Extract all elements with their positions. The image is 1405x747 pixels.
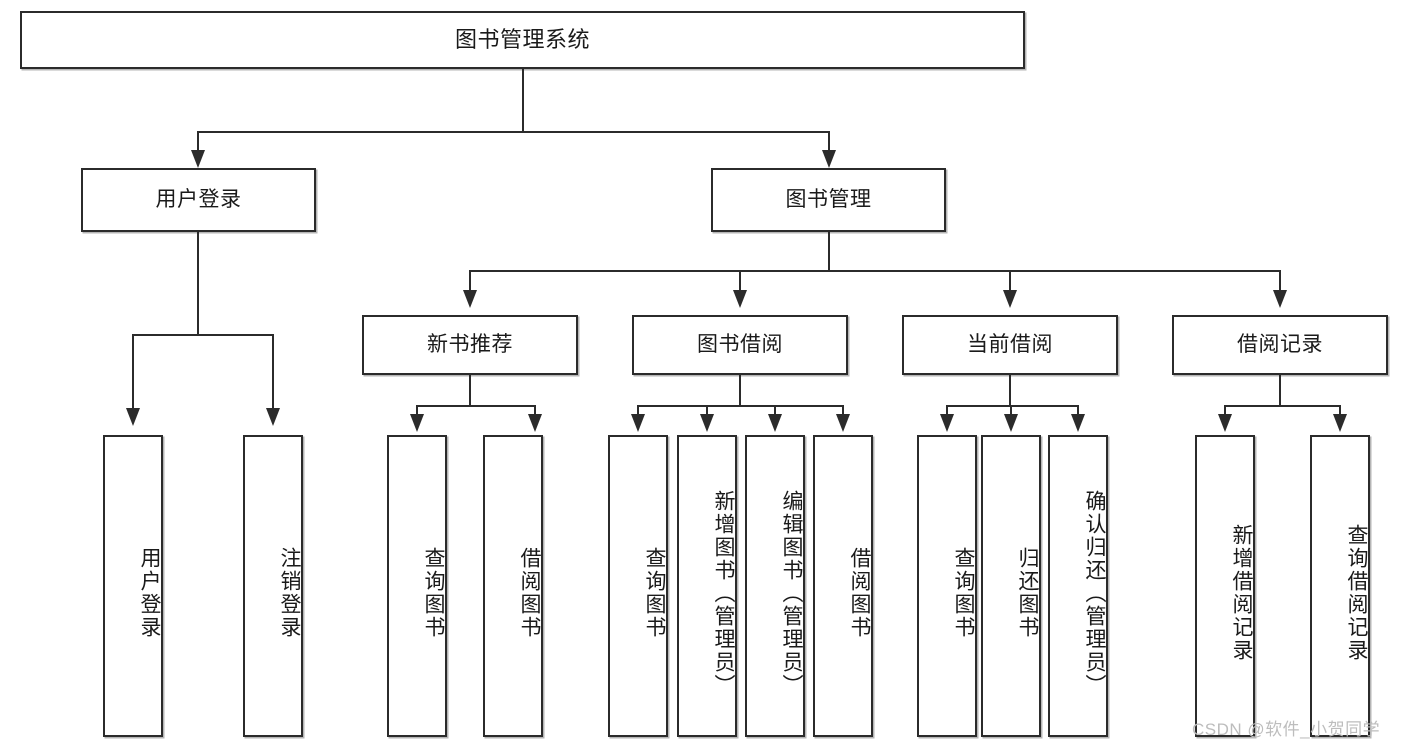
edge-book-borrow-stem xyxy=(739,375,741,407)
arrow-head-user-login xyxy=(191,150,205,168)
edge-cb-drop-1 xyxy=(946,405,948,417)
arrow-head-bb-edit-book xyxy=(768,414,782,432)
watermark-text: CSDN @软件_小贺同学 xyxy=(1192,720,1381,739)
node-new-book-recommend[interactable]: 新书推荐 xyxy=(362,315,578,375)
node-label: 当前借阅 xyxy=(967,333,1053,357)
leaf-nb-borrow-book[interactable]: 借阅图书 xyxy=(483,435,543,737)
node-book-management[interactable]: 图书管理 xyxy=(711,168,946,232)
edge-user-login-bus xyxy=(132,334,274,336)
edge-cb-drop-2 xyxy=(1010,405,1012,417)
edge-bb-drop-2 xyxy=(706,405,708,417)
arrow-head-nb-borrow-book xyxy=(528,414,542,432)
node-label: 图书管理系统 xyxy=(454,26,590,52)
edge-l3-drop-3 xyxy=(1009,270,1011,293)
arrow-head-book-management xyxy=(822,150,836,168)
edge-current-borrow-bus xyxy=(946,405,1079,407)
edge-root-drop-2 xyxy=(828,131,830,154)
arrow-head-br-add-record xyxy=(1218,414,1232,432)
edge-borrow-record-bus xyxy=(1224,405,1341,407)
edge-book-borrow-bus xyxy=(637,405,843,407)
leaf-user-login[interactable]: 用户登录 xyxy=(103,435,163,737)
arrow-head-bb-add-book xyxy=(700,414,714,432)
edge-new-book-drop-2 xyxy=(534,405,536,417)
node-label: 新增借阅记录 xyxy=(1230,524,1253,662)
leaf-br-query-record[interactable]: 查询借阅记录 xyxy=(1310,435,1370,737)
arrow-head-book-borrow xyxy=(733,290,747,308)
leaf-cb-confirm-return[interactable]: 确认归还（管理员） xyxy=(1048,435,1108,737)
edge-cb-drop-3 xyxy=(1077,405,1079,417)
node-label: 查询图书 xyxy=(422,547,445,639)
node-label: 归还图书 xyxy=(1016,547,1039,639)
node-label: 新书推荐 xyxy=(427,333,513,357)
node-label: 借阅图书 xyxy=(848,547,871,639)
arrow-head-borrow-record xyxy=(1273,290,1287,308)
node-book-borrow[interactable]: 图书借阅 xyxy=(632,315,848,375)
edge-l3-drop-1 xyxy=(469,270,471,293)
edge-new-book-bus xyxy=(416,405,536,407)
leaf-bb-query-book[interactable]: 查询图书 xyxy=(608,435,668,737)
edge-user-login-drop-2 xyxy=(272,334,274,412)
arrow-head-leaf-logout xyxy=(266,408,280,426)
node-label: 借阅记录 xyxy=(1237,333,1323,357)
node-label: 新增图书（管理员） xyxy=(712,489,735,697)
node-label: 图书管理 xyxy=(785,188,872,212)
edge-new-book-drop-1 xyxy=(416,405,418,417)
arrow-head-current-borrow xyxy=(1003,290,1017,308)
leaf-bb-add-book[interactable]: 新增图书（管理员） xyxy=(677,435,737,737)
leaf-bb-borrow-book[interactable]: 借阅图书 xyxy=(813,435,873,737)
leaf-bb-edit-book[interactable]: 编辑图书（管理员） xyxy=(745,435,805,737)
arrow-head-cb-query-book xyxy=(940,414,954,432)
arrow-head-bb-query-book xyxy=(631,414,645,432)
node-label: 图书借阅 xyxy=(697,333,783,357)
node-user-login[interactable]: 用户登录 xyxy=(81,168,316,232)
arrow-head-bb-borrow-book xyxy=(836,414,850,432)
arrow-head-nb-query-book xyxy=(410,414,424,432)
leaf-cb-query-book[interactable]: 查询图书 xyxy=(917,435,977,737)
node-label: 确认归还（管理员） xyxy=(1083,489,1106,697)
edge-borrow-record-stem xyxy=(1279,375,1281,407)
edge-bb-drop-1 xyxy=(637,405,639,417)
arrow-head-br-query-record xyxy=(1333,414,1347,432)
edge-l3-drop-2 xyxy=(739,270,741,293)
node-label: 用户登录 xyxy=(155,188,242,212)
node-label: 查询图书 xyxy=(643,547,666,639)
edge-user-login-drop-1 xyxy=(132,334,134,412)
edge-br-drop-2 xyxy=(1339,405,1341,417)
arrow-head-new-book-recommend xyxy=(463,290,477,308)
node-borrow-record[interactable]: 借阅记录 xyxy=(1172,315,1388,375)
node-label: 编辑图书（管理员） xyxy=(780,489,803,697)
node-label: 借阅图书 xyxy=(518,547,541,639)
edge-root-stem xyxy=(522,69,524,132)
edge-br-drop-1 xyxy=(1224,405,1226,417)
node-label: 查询借阅记录 xyxy=(1345,524,1368,662)
node-label: 注销登录 xyxy=(278,547,301,639)
arrow-head-cb-return-book xyxy=(1004,414,1018,432)
arrow-head-cb-confirm-return xyxy=(1071,414,1085,432)
leaf-logout[interactable]: 注销登录 xyxy=(243,435,303,737)
edge-new-book-stem xyxy=(469,375,471,407)
node-label: 查询图书 xyxy=(952,547,975,639)
node-label: 用户登录 xyxy=(138,547,161,639)
edge-l3-drop-4 xyxy=(1279,270,1281,293)
leaf-cb-return-book[interactable]: 归还图书 xyxy=(981,435,1041,737)
node-current-borrow[interactable]: 当前借阅 xyxy=(902,315,1118,375)
arrow-head-leaf-user-login xyxy=(126,408,140,426)
edge-bb-drop-3 xyxy=(774,405,776,417)
edge-current-borrow-stem xyxy=(1009,375,1011,407)
edge-root-bus xyxy=(197,131,830,133)
edge-bb-drop-4 xyxy=(842,405,844,417)
edge-user-login-stem xyxy=(197,232,199,335)
edge-book-management-stem xyxy=(828,232,830,272)
edge-root-drop-1 xyxy=(197,131,199,154)
leaf-nb-query-book[interactable]: 查询图书 xyxy=(387,435,447,737)
leaf-br-add-record[interactable]: 新增借阅记录 xyxy=(1195,435,1255,737)
edge-book-management-bus xyxy=(469,270,1281,272)
node-book-management-system[interactable]: 图书管理系统 xyxy=(20,11,1025,69)
